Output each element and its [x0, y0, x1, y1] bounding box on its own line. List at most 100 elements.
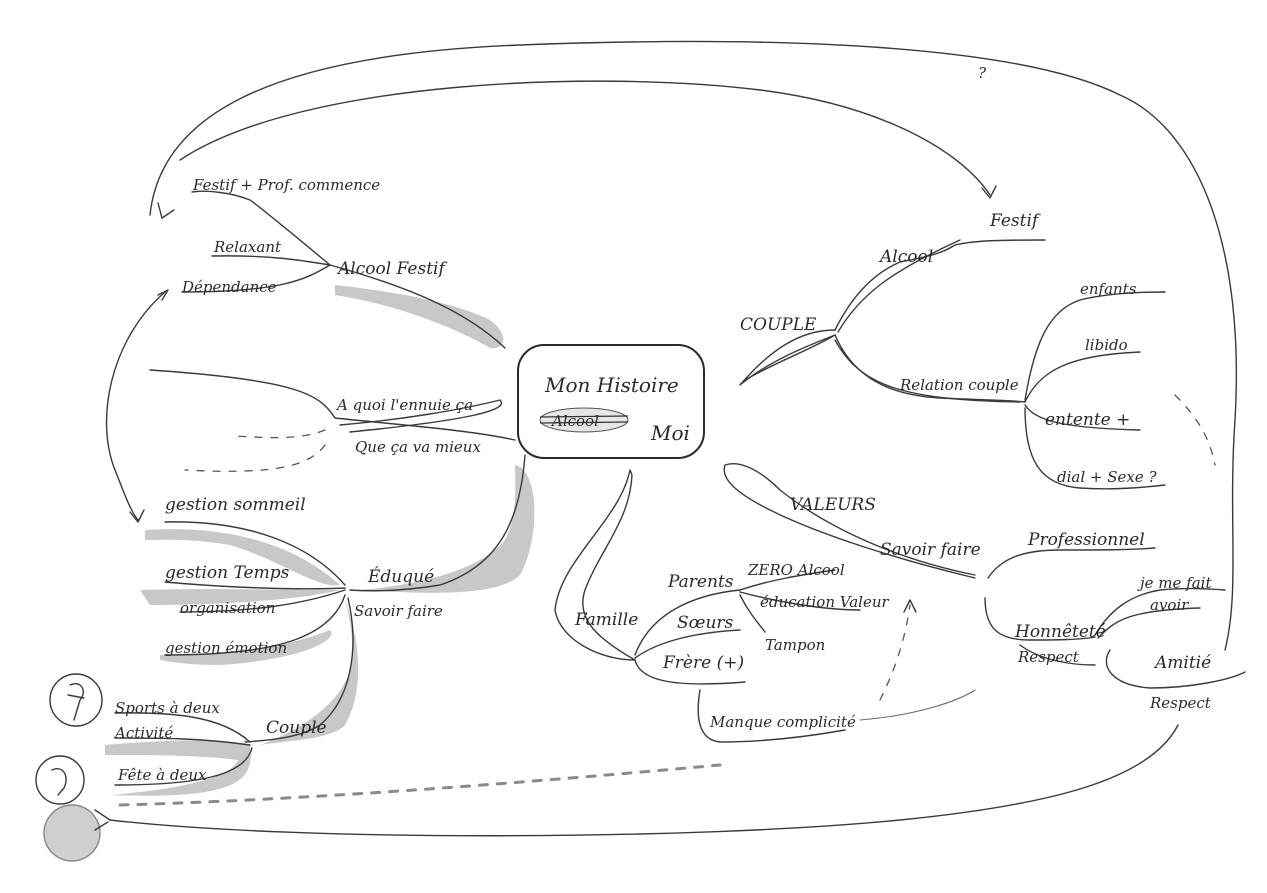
branch-education-valeur — [739, 591, 861, 611]
item-entente: entente + — [1045, 410, 1130, 430]
shade-gestion-sommeil — [145, 529, 340, 586]
shade-couple-vertical — [260, 600, 359, 745]
strike-line-1 — [539, 415, 629, 418]
branch-parents — [634, 589, 741, 656]
item-alcool-right: Alcool — [878, 247, 933, 267]
branch-alcool-right — [834, 244, 956, 331]
arrow-head-top-left — [157, 202, 175, 219]
item-libido: libido — [1085, 336, 1128, 354]
hub-alcool-festif: Alcool Festif — [336, 259, 447, 279]
item-honnetete: Honnêteté — [1014, 622, 1106, 642]
strike-line-2 — [539, 421, 629, 424]
inner-top-loop — [179, 80, 991, 196]
doodle-circle-2 — [35, 755, 85, 805]
center-moi: Moi — [650, 421, 690, 445]
item-soeurs: Sœurs — [677, 613, 734, 633]
hub-couple-left: Couple — [266, 718, 327, 738]
shade-eduque-branch — [360, 465, 535, 593]
shade-gestion-emotion — [160, 630, 332, 665]
item-fete: Fête à deux — [117, 766, 207, 784]
branch-frere — [634, 659, 746, 685]
branch-libido — [1024, 351, 1141, 403]
dashed-left-middle — [234, 429, 326, 439]
branch-side-avoir — [1097, 607, 1201, 639]
branch-enfants — [1024, 291, 1166, 401]
branch-gestion-sommeil — [164, 521, 346, 586]
shade-couple-left — [105, 740, 251, 796]
hub-famille: Famille — [574, 610, 638, 630]
item-frere: Frère (+) — [662, 653, 744, 673]
right-faint-curve — [859, 689, 976, 721]
branch-sports — [114, 712, 251, 743]
branch-entente — [1024, 404, 1141, 431]
branch-honnetete — [984, 597, 1096, 641]
branch-professionnel — [987, 547, 1156, 579]
branch-amitie-leaf — [1105, 649, 1246, 689]
item-education-valeur: éducation Valeur — [760, 593, 890, 611]
item-savoir-faire-valeurs: Savoir faire — [880, 540, 981, 560]
branch-side-je-me-fait — [1094, 587, 1226, 636]
branch-eduque — [349, 454, 526, 592]
branch-zero-alcool — [739, 569, 836, 591]
item-relation-couple: Relation couple — [899, 376, 1019, 394]
item-gestion-emotion: gestion émotion — [165, 639, 287, 657]
item-respect-1: Respect — [1017, 648, 1080, 666]
branch-left-middle — [149, 369, 516, 441]
branch-to-couple — [244, 597, 354, 743]
branch-gestion-temps — [164, 581, 346, 590]
bottom-dashed-arrow — [118, 763, 722, 807]
item-dependance: Dépendance — [181, 278, 277, 296]
item-gestion-sommeil: gestion sommeil — [165, 495, 306, 515]
bottom-loop-arrow — [109, 724, 1179, 837]
item-relaxant: Relaxant — [213, 238, 282, 256]
arrow-head-top-right — [981, 185, 997, 199]
item-respect-2: Respect — [1149, 694, 1212, 712]
branch-festif-right — [954, 239, 1046, 246]
question-mark: ? — [978, 64, 987, 82]
hub-a-quoi: A quoi l'ennuie ça — [335, 396, 473, 414]
item-organisation: organisation — [180, 599, 275, 617]
hub-valeurs: VALEURS — [790, 495, 876, 515]
item-tampon: Tampon — [765, 636, 825, 654]
couple-leaf-lower — [744, 334, 836, 381]
branch-tampon — [739, 594, 766, 633]
branch-gestion-emotion — [164, 594, 346, 656]
branch-dial — [1024, 407, 1166, 490]
item-amitie: Amitié — [1153, 653, 1211, 673]
branch-alcool-festif — [329, 264, 506, 349]
crossed-word: Alcool — [550, 412, 599, 430]
branch-organisation — [179, 589, 346, 613]
item-avoir: avoir — [1150, 596, 1189, 614]
branch-relation-lower — [834, 339, 1021, 403]
doodle-figure-3 — [94, 809, 111, 831]
hub-eduque: Éduqué — [367, 566, 434, 587]
item-sports: Sports à deux — [115, 699, 220, 717]
doodle-circle-3 — [43, 804, 101, 862]
dashed-left-middle-lower — [184, 444, 326, 472]
item-festif-prof: Festif + Prof. commence — [192, 176, 380, 194]
center-title: Mon Histoire — [544, 373, 679, 397]
top-loop-arrow — [149, 40, 1238, 651]
branch-relaxant — [211, 255, 331, 266]
item-gestion-temps: gestion Temps — [165, 563, 290, 583]
item-manque-complicite: Manque complicité — [709, 713, 856, 731]
item-parents: Parents — [667, 572, 734, 592]
famille-leaf-outer — [554, 469, 636, 661]
item-activite: Activité — [113, 724, 173, 742]
item-je-me-fait: je me fait — [1137, 574, 1212, 592]
sub-que-ca-va-mieux: Que ça va mieux — [355, 438, 481, 456]
branch-activite — [114, 737, 251, 746]
couple-leaf-top — [739, 329, 836, 386]
right-side-dashed — [1174, 394, 1216, 466]
dashed-arrow-head — [903, 599, 917, 613]
left-connector-arrow — [105, 291, 166, 521]
hub-savoir-faire: Savoir faire — [354, 602, 443, 620]
item-zero-alcool: ZERO Alcool — [747, 561, 845, 579]
branch-manque-complicite — [697, 689, 846, 743]
hub-couple-right: COUPLE — [740, 315, 817, 335]
right-dashed-arrow — [879, 604, 911, 701]
branch-relation — [834, 334, 1026, 403]
valeurs-leaf — [723, 463, 976, 579]
doodle-figure-1 — [67, 683, 85, 721]
